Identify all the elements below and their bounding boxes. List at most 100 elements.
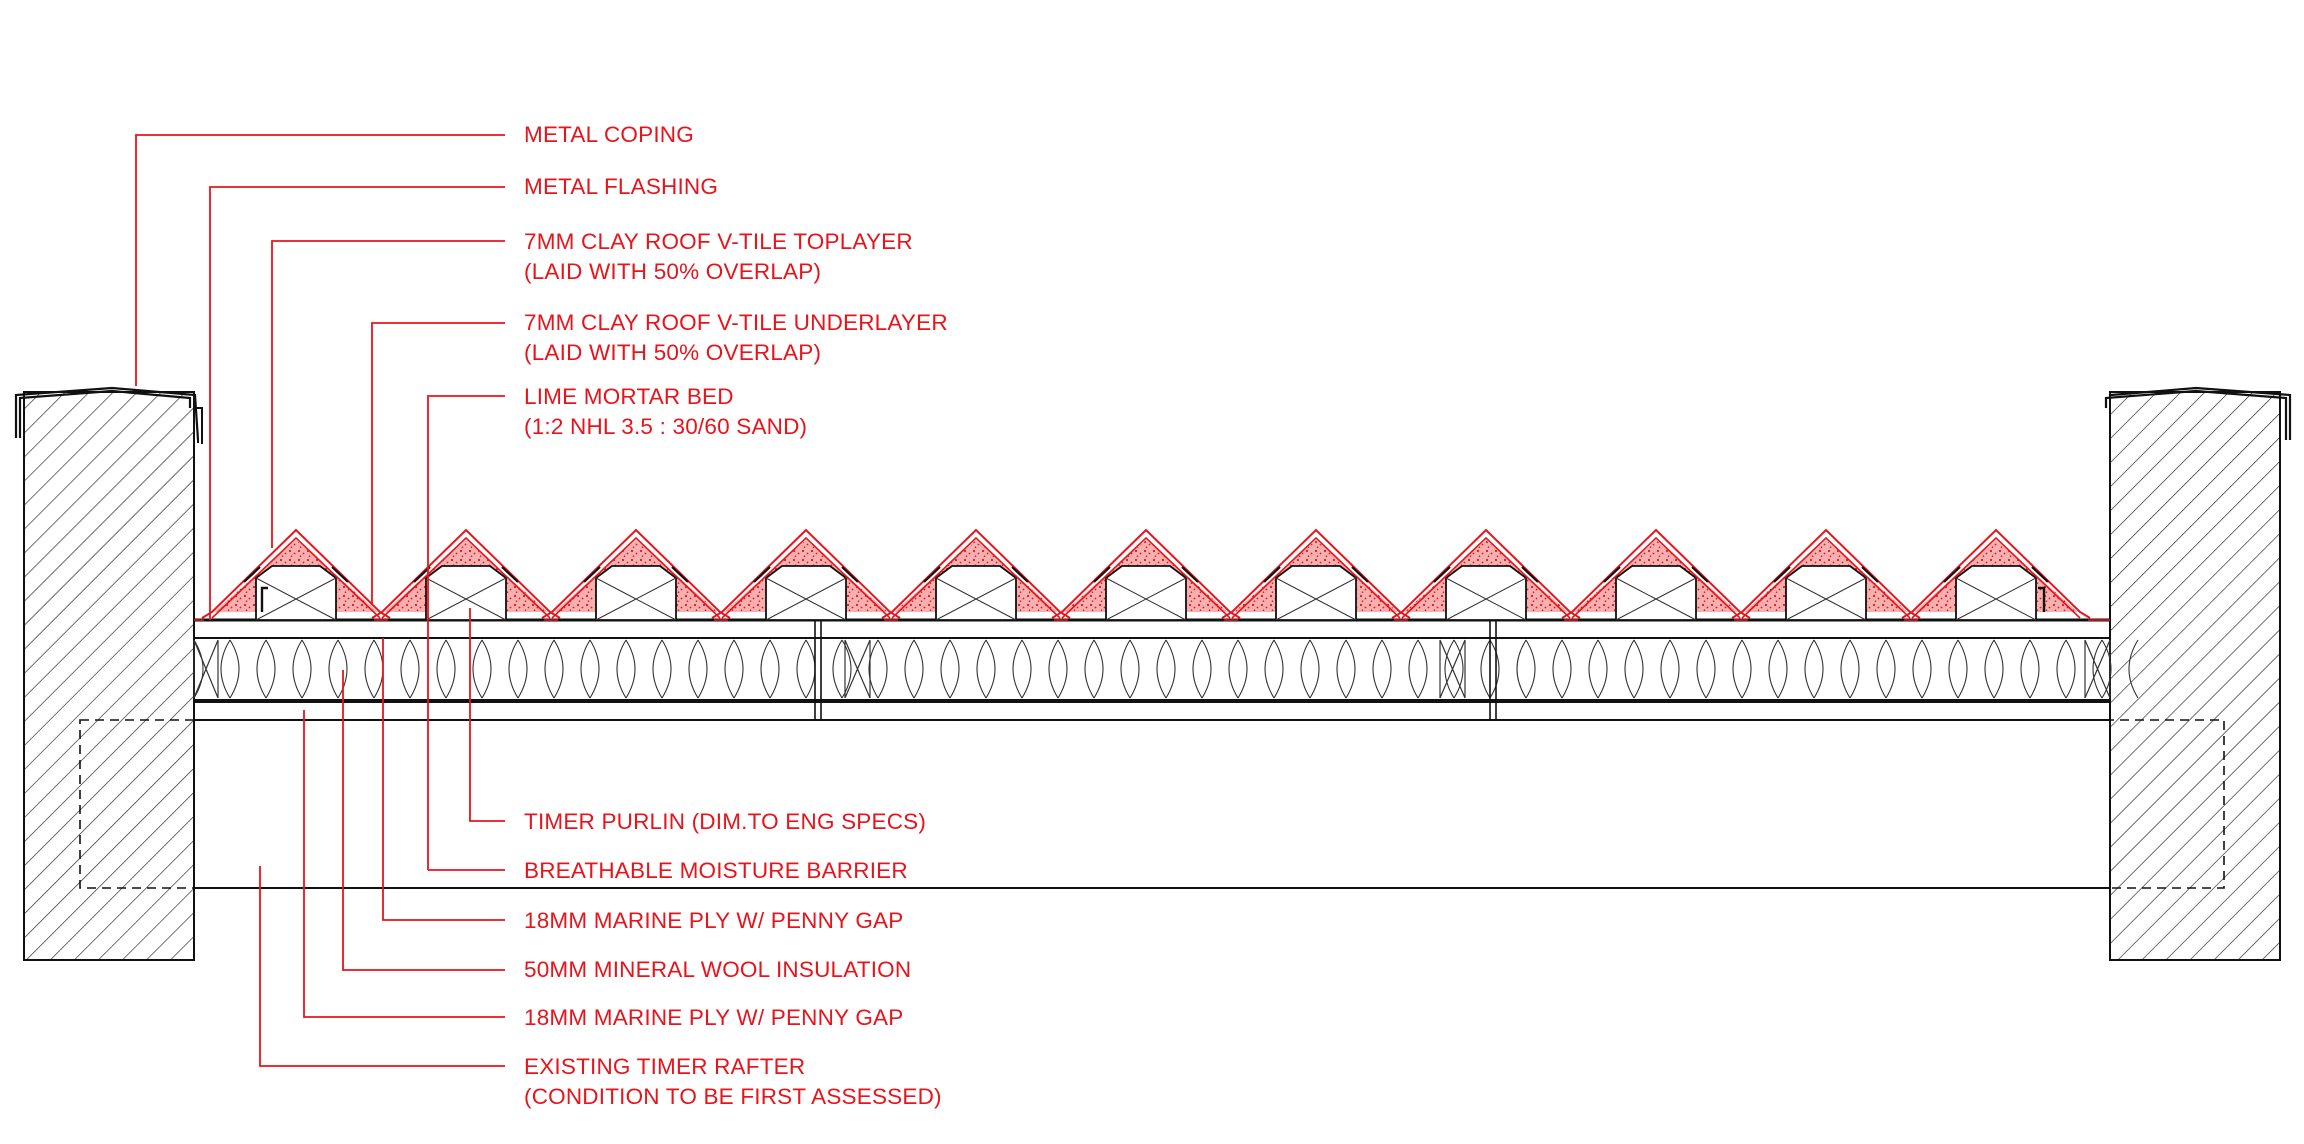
timber-purlin (425, 565, 507, 621)
purlin-cross (1445, 577, 1527, 621)
tile-clips (753, 566, 859, 583)
leader-rafter (259, 866, 505, 1067)
tile-underlayer (211, 536, 381, 619)
tile-toplayer (1391, 528, 1581, 619)
v-tile-7 (1221, 528, 1411, 621)
v-tile-11 (1901, 528, 2091, 621)
tile-toplayer (1731, 528, 1921, 619)
label-ply-bottom: 18MM MARINE PLY W/ PENNY GAP (524, 1005, 903, 1030)
label-moisture-barrier: BREATHABLE MOISTURE BARRIER (524, 858, 908, 883)
label-lime-mortar: LIME MORTAR BED (1:2 NHL 3.5 : 30/60 SAN… (524, 384, 807, 439)
v-tile-10 (1731, 528, 1921, 621)
penny-gaps (193, 620, 2111, 720)
mineral-wool-insulation (193, 639, 2139, 699)
tile-clips (1943, 566, 2049, 583)
leader-ply-bottom (303, 710, 505, 1018)
purlin-cross (765, 577, 847, 621)
tile-toplayer (201, 528, 391, 619)
purlin-cross (1105, 577, 1187, 621)
walls (23, 391, 2281, 961)
label-tile-underlayer: 7MM CLAY ROOF V-TILE UNDERLAYER (LAID WI… (524, 310, 954, 365)
left-wall (23, 391, 195, 961)
purlin-cross (595, 577, 677, 621)
insulation-pattern (193, 639, 2139, 699)
purlin-cross (425, 577, 507, 621)
tile-toplayer (881, 528, 1071, 619)
leader-metal-coping (135, 134, 505, 386)
insulation-batten-3 (1439, 639, 1466, 699)
tile-underlayer (1911, 536, 2081, 619)
roof-build-up (79, 618, 2225, 889)
label-tile-toplayer: 7MM CLAY ROOF V-TILE TOPLAYER (LAID WITH… (524, 229, 919, 284)
leader-ply-top (382, 638, 505, 921)
annotations: METAL COPING METAL FLASHING 7MM CLAY ROO… (135, 122, 954, 1109)
v-tile-3 (541, 528, 731, 621)
v-tile-2 (371, 528, 561, 621)
tile-toplayer (1901, 528, 2091, 619)
tile-clips (1093, 566, 1199, 583)
tile-underlayer (721, 536, 891, 619)
left-metal-flashing (194, 407, 203, 444)
purlin-cross (1785, 577, 1867, 621)
leader-metal-flashing (209, 186, 505, 620)
timber-purlin (255, 565, 337, 621)
timber-purlin (1955, 565, 2037, 621)
tile-toplayer (1221, 528, 1411, 619)
v-tile-8 (1391, 528, 1581, 621)
v-tile-run (194, 528, 2110, 621)
tile-clips (583, 566, 689, 583)
label-ply-top: 18MM MARINE PLY W/ PENNY GAP (524, 908, 903, 933)
tile-underlayer (1741, 536, 1911, 619)
tile-underlayer (551, 536, 721, 619)
v-tile-1 (201, 528, 391, 621)
purlin-cross (935, 577, 1017, 621)
purlin-cross (1275, 577, 1357, 621)
timber-purlin (1615, 565, 1697, 621)
tile-toplayer (541, 528, 731, 619)
v-tile-9 (1561, 528, 1751, 621)
timber-purlin (765, 565, 847, 621)
tile-clips (1773, 566, 1879, 583)
left-metal-coping (14, 386, 200, 441)
metal-copings (14, 386, 2292, 444)
left-end-clip (260, 586, 268, 612)
tile-clips (1603, 566, 1709, 583)
tile-toplayer (711, 528, 901, 619)
right-wall (2109, 391, 2281, 961)
right-end-clip (2038, 586, 2046, 612)
purlin-cross (1955, 577, 2037, 621)
timber-purlin (1105, 565, 1187, 621)
v-tile-5 (881, 528, 1071, 621)
tile-toplayer (371, 528, 561, 619)
leader-lime-mortar (427, 395, 505, 870)
label-rafter: EXISTING TIMER RAFTER (CONDITION TO BE F… (524, 1054, 942, 1109)
label-metal-coping: METAL COPING (524, 122, 694, 147)
label-metal-flashing: METAL FLASHING (524, 174, 718, 199)
tile-clips (243, 566, 349, 583)
existing-rafter-outline (79, 719, 2225, 889)
tile-underlayer (1061, 536, 1231, 619)
timber-purlin (1785, 565, 1867, 621)
leader-purlin (469, 608, 505, 822)
timber-purlin (935, 565, 1017, 621)
label-purlin: TIMER PURLIN (DIM.TO ENG SPECS) (524, 809, 926, 834)
tile-underlayer (1401, 536, 1571, 619)
right-metal-coping (2104, 386, 2292, 440)
insulation-batten-4 (2084, 639, 2111, 699)
leader-tile-toplayer (271, 240, 505, 548)
tile-clips (923, 566, 1029, 583)
tile-clips (1263, 566, 1369, 583)
penny-gap-1 (814, 620, 822, 720)
tile-toplayer (1561, 528, 1751, 619)
tile-underlayer (381, 536, 551, 619)
timber-purlin (1275, 565, 1357, 621)
tile-underlayer (891, 536, 1061, 619)
insulation-batten-2 (844, 639, 871, 699)
penny-gap-2 (1489, 620, 1497, 720)
tile-toplayer (1051, 528, 1241, 619)
leader-insulation (342, 670, 505, 971)
timber-purlin (595, 565, 677, 621)
insulation-batten-1 (193, 639, 219, 699)
